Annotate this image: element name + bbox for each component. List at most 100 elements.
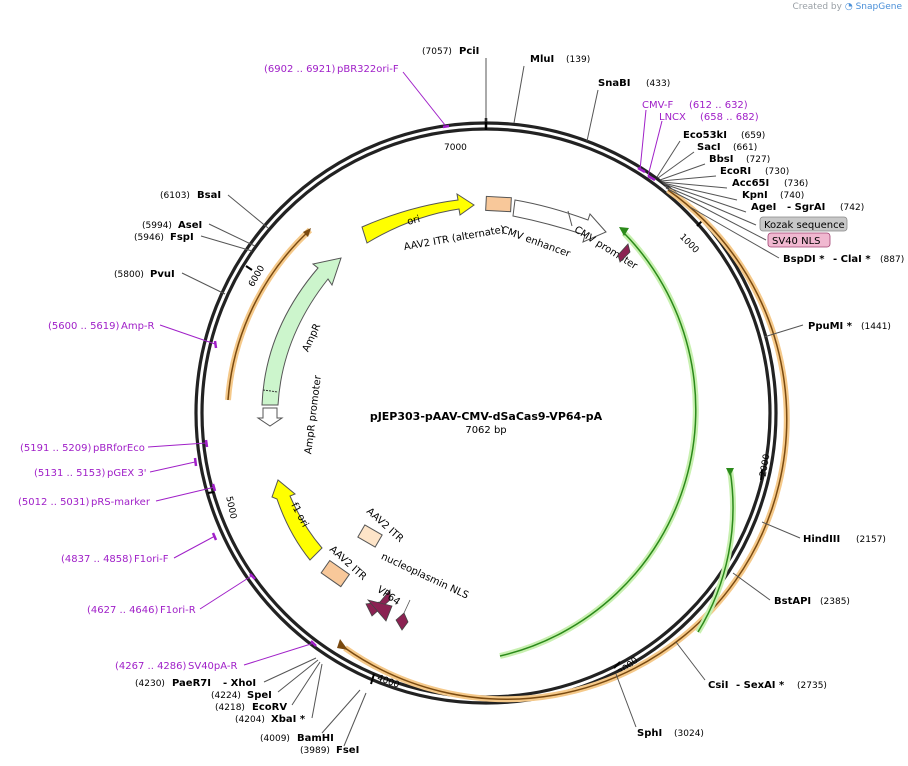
primer-leader-f1ori-r (199, 574, 254, 610)
site-pvui: (5800) PvuI (114, 269, 175, 280)
site-paer7i-xhoi: (4230) PaeR7I - XhoI (135, 678, 256, 689)
primer-cmv-f-range: (612 .. 632) (689, 100, 748, 111)
site-acc65i-name: Acc65I (732, 178, 769, 189)
site-bsai: (6103) BsaI (160, 190, 221, 201)
primer-mark-f1ori-r (249, 573, 256, 580)
orf-arrowhead-orange-2 (303, 228, 311, 237)
orf-arc-orange-1-halo (343, 187, 790, 703)
primer-amp-r-range: (5600 .. 5619) (48, 321, 120, 332)
leader-bsai (227, 194, 269, 229)
feature-aav2-itr-2 (320, 559, 351, 588)
site-mlui-name: MluI (530, 54, 554, 65)
site-ecori-pos: (730) (765, 167, 789, 177)
leader-hindiii (761, 521, 801, 539)
site-pvui-pos: (5800) (114, 270, 144, 280)
primer-mark-pbrforeco (204, 439, 209, 448)
primer-cmv-f-name: CMV-F (642, 100, 673, 111)
tick-mark-4000 (370, 673, 375, 685)
primer-leader-f1ori-f (173, 535, 216, 559)
primer-f1ori-r: (4627 .. 4646) F1ori-R (87, 605, 196, 616)
primer-lncx-name: LNCX (659, 112, 686, 123)
primer-cmv-f: CMV-F (612 .. 632) (642, 100, 748, 111)
feature-label-cmv-enhancer: CMV enhancer (500, 225, 573, 261)
feature-ampr (261, 257, 342, 406)
nucleoplasmin-nls-leader (403, 599, 411, 614)
feature-ampr-promoter (256, 407, 284, 427)
site-asei-name: AseI (178, 220, 202, 231)
primer-prs-marker-range: (5012 .. 5031) (18, 497, 90, 508)
primer-prs-marker-name: pRS-marker (91, 497, 151, 508)
site-eco53ki-name: Eco53kI (683, 130, 727, 141)
primer-labels: (6902 .. 6921) pBR322ori-F CMV-F (612 ..… (18, 64, 759, 672)
site-bstapi: BstAPI (2385) (774, 596, 850, 607)
primer-mark-cmv-f (637, 166, 646, 174)
primer-prs-marker: (5012 .. 5031) pRS-marker (18, 497, 151, 508)
site-paer7i-name: PaeR7I (172, 678, 211, 689)
primer-pbr322ori-f-name: pBR322ori-F (337, 64, 399, 75)
feature-ori (361, 192, 475, 244)
site-fspi-name: FspI (170, 232, 194, 243)
site-leaders (181, 58, 804, 747)
primer-lncx-range: (658 .. 682) (700, 112, 759, 123)
primer-pbrforeco: (5191 .. 5209) pBRforEco (20, 443, 145, 454)
watermark-brand: SnapGene (855, 2, 902, 12)
primer-pgex3-range: (5131 .. 5153) (34, 468, 106, 479)
site-kpni-name: KpnI (742, 190, 768, 201)
site-sphi-name: SphI (637, 728, 662, 739)
leader-snabi (586, 89, 599, 142)
site-pcii-pos: (7057) (422, 47, 452, 57)
site-ecorv: (4218) EcoRV (215, 702, 287, 713)
orf-arcs (225, 187, 790, 703)
site-csii-sexai: CsiI - SexAI * (2735) (708, 680, 827, 691)
tick-mark-5000 (207, 491, 215, 494)
primer-leader-lncx (647, 120, 663, 177)
site-bamhi-name: BamHI (297, 733, 334, 744)
watermark-prefix: Created by (792, 2, 842, 12)
kozak-sequence-text: Kozak sequence (764, 220, 845, 231)
feature-vp64-head (366, 599, 393, 622)
leader-ecorv (291, 661, 321, 706)
leader-bamhi (321, 689, 361, 734)
primer-pgex3-name: pGEX 3' (107, 468, 147, 479)
tick-label-1000: 1000 (677, 232, 700, 255)
site-pcii: (7057) PciI (422, 46, 479, 57)
site-acc65i-pos: (736) (784, 179, 808, 189)
site-sphi-pos: (3024) (674, 729, 704, 739)
site-pcii-name: PciI (459, 46, 479, 57)
site-sgrai-name: - SgrAI (787, 202, 825, 213)
snapgene-watermark: Created by ◔ SnapGene (792, 2, 902, 12)
plasmid-length: 7062 bp (465, 425, 506, 436)
primer-leader-pbrforeco (147, 442, 207, 448)
feature-sv40-nls (617, 243, 631, 263)
primer-mark-f1ori-f (211, 532, 218, 541)
primer-pbr322ori-f-range: (6902 .. 6921) (264, 64, 336, 75)
leader-acc65i (661, 181, 728, 189)
site-bamhi: (4009) BamHI (260, 733, 334, 744)
site-bspdi-name: BspDI * (783, 254, 825, 265)
sv40-nls-box (767, 232, 831, 248)
feature-label-ori: ori (406, 214, 421, 228)
tick-mark-6000 (245, 265, 253, 271)
leader-xbai (311, 663, 323, 719)
site-fspi: (5946) FspI (134, 232, 194, 243)
leader-bstapi (732, 572, 771, 601)
primer-pbrforeco-range: (5191 .. 5209) (20, 443, 92, 454)
site-hindiii-pos: (2157) (856, 535, 886, 545)
site-ppumi: PpuMI * (1441) (808, 321, 891, 332)
plasmid-name: pJEP303-pAAV-CMV-dSaCas9-VP64-pA (370, 410, 603, 423)
site-hindiii-name: HindIII (803, 534, 840, 545)
primer-leader-amp-r (159, 324, 216, 345)
site-spei: (4224) SpeI (211, 690, 272, 701)
site-xhoi-name: - XhoI (223, 678, 256, 689)
site-ecori-name: EcoRI (720, 166, 751, 177)
orf-arc-green-1-halo (499, 230, 699, 659)
site-hindiii: HindIII (2157) (803, 534, 886, 545)
site-ecorv-name: EcoRV (252, 702, 287, 713)
primer-f1ori-f-name: F1ori-F (134, 554, 169, 565)
site-bspdi-pos: (887) (880, 255, 904, 265)
site-bstapi-pos: (2385) (820, 597, 850, 607)
primer-leader-cmv-f (639, 109, 647, 171)
feature-label-ampr-promoter: AmpR promoter (303, 374, 324, 455)
site-agei-sgrai: AgeI - SgrAI (742) (751, 202, 864, 213)
site-clai-name: - ClaI * (833, 254, 871, 265)
